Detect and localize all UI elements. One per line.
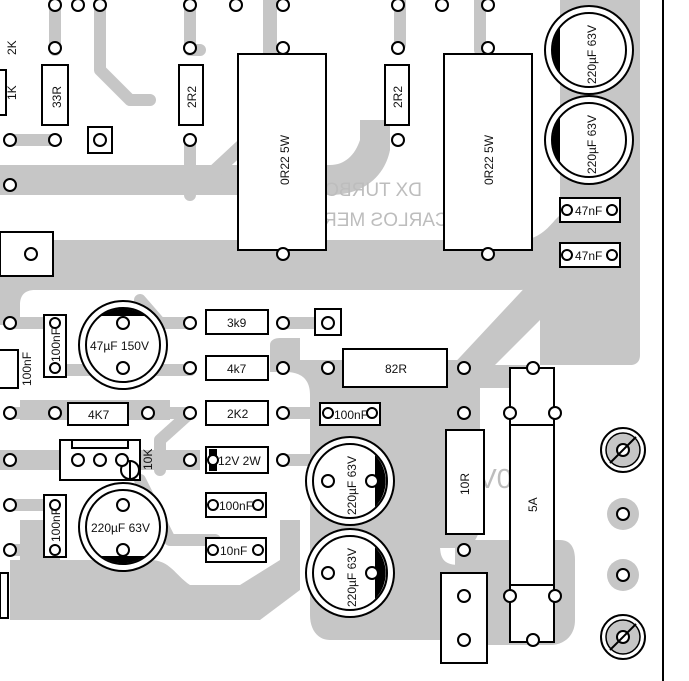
- label-4k7-a: 4k7: [227, 362, 247, 376]
- label-2r2-a: 2R2: [185, 86, 199, 108]
- label-10r: 10R: [458, 473, 472, 495]
- mount-hole-2: [607, 498, 639, 530]
- mounting-holes: [600, 427, 646, 660]
- label-47nf-b: 47nF: [575, 249, 602, 263]
- label-10nf: 10nF: [220, 544, 247, 558]
- label-100nf-left1: 100nF: [49, 328, 63, 362]
- label-100nf-left3: 100nF: [49, 508, 63, 542]
- mount-hole-1: [600, 427, 646, 473]
- label-3k9: 3k9: [227, 316, 247, 330]
- label-33r: 33R: [50, 86, 64, 108]
- label-220uf-tr2: 220µF 63V: [585, 115, 599, 174]
- connectors: [0, 126, 488, 664]
- pads: [3, 0, 618, 647]
- mount-hole-4: [600, 614, 646, 660]
- label-82r: 82R: [385, 362, 407, 376]
- label-220uf-mid1: 220µF 63V: [345, 456, 359, 515]
- label-2r2-b: 2R2: [391, 86, 405, 108]
- label-2k: 2K: [5, 40, 19, 55]
- label-4k7-b: 4K7: [88, 408, 110, 422]
- resistors: 33R 1K 2K 2R2 2R2 0R22 5W 0R22 5W 3k9 4k…: [0, 40, 555, 643]
- label-1k: 1K: [5, 85, 19, 100]
- label-2k2: 2K2: [227, 407, 249, 421]
- label-fuse: 5A: [526, 497, 540, 512]
- label-47uf: 47µF 150V: [90, 339, 149, 353]
- label-220uf-mid2: 220µF 63V: [345, 548, 359, 607]
- label-100nf-b: 100nF: [219, 499, 253, 513]
- label-zener: 12V 2W: [218, 454, 261, 468]
- board-title: DX TURBO 77: [298, 180, 422, 201]
- label-0r22-b: 0R22 5W: [482, 134, 496, 185]
- label-100nf-mid: 100nF: [334, 408, 368, 422]
- electrolytic-capacitors: 220µF 63V 220µF 63V 47µF 150V 220µF 63V …: [78, 5, 634, 618]
- label-220uf-left: 220µF 63V: [91, 521, 150, 535]
- label-220uf-tr1: 220µF 63V: [585, 25, 599, 84]
- mount-hole-3: [607, 559, 639, 591]
- label-10k-pot: 10K: [141, 449, 155, 470]
- copper-lower-left: [10, 520, 300, 620]
- label-100nf-left2: 100nF: [20, 352, 34, 386]
- label-0r22-a: 0R22 5W: [278, 134, 292, 185]
- label-47nf-a: 47nF: [575, 204, 602, 218]
- ground-band: [0, 215, 560, 325]
